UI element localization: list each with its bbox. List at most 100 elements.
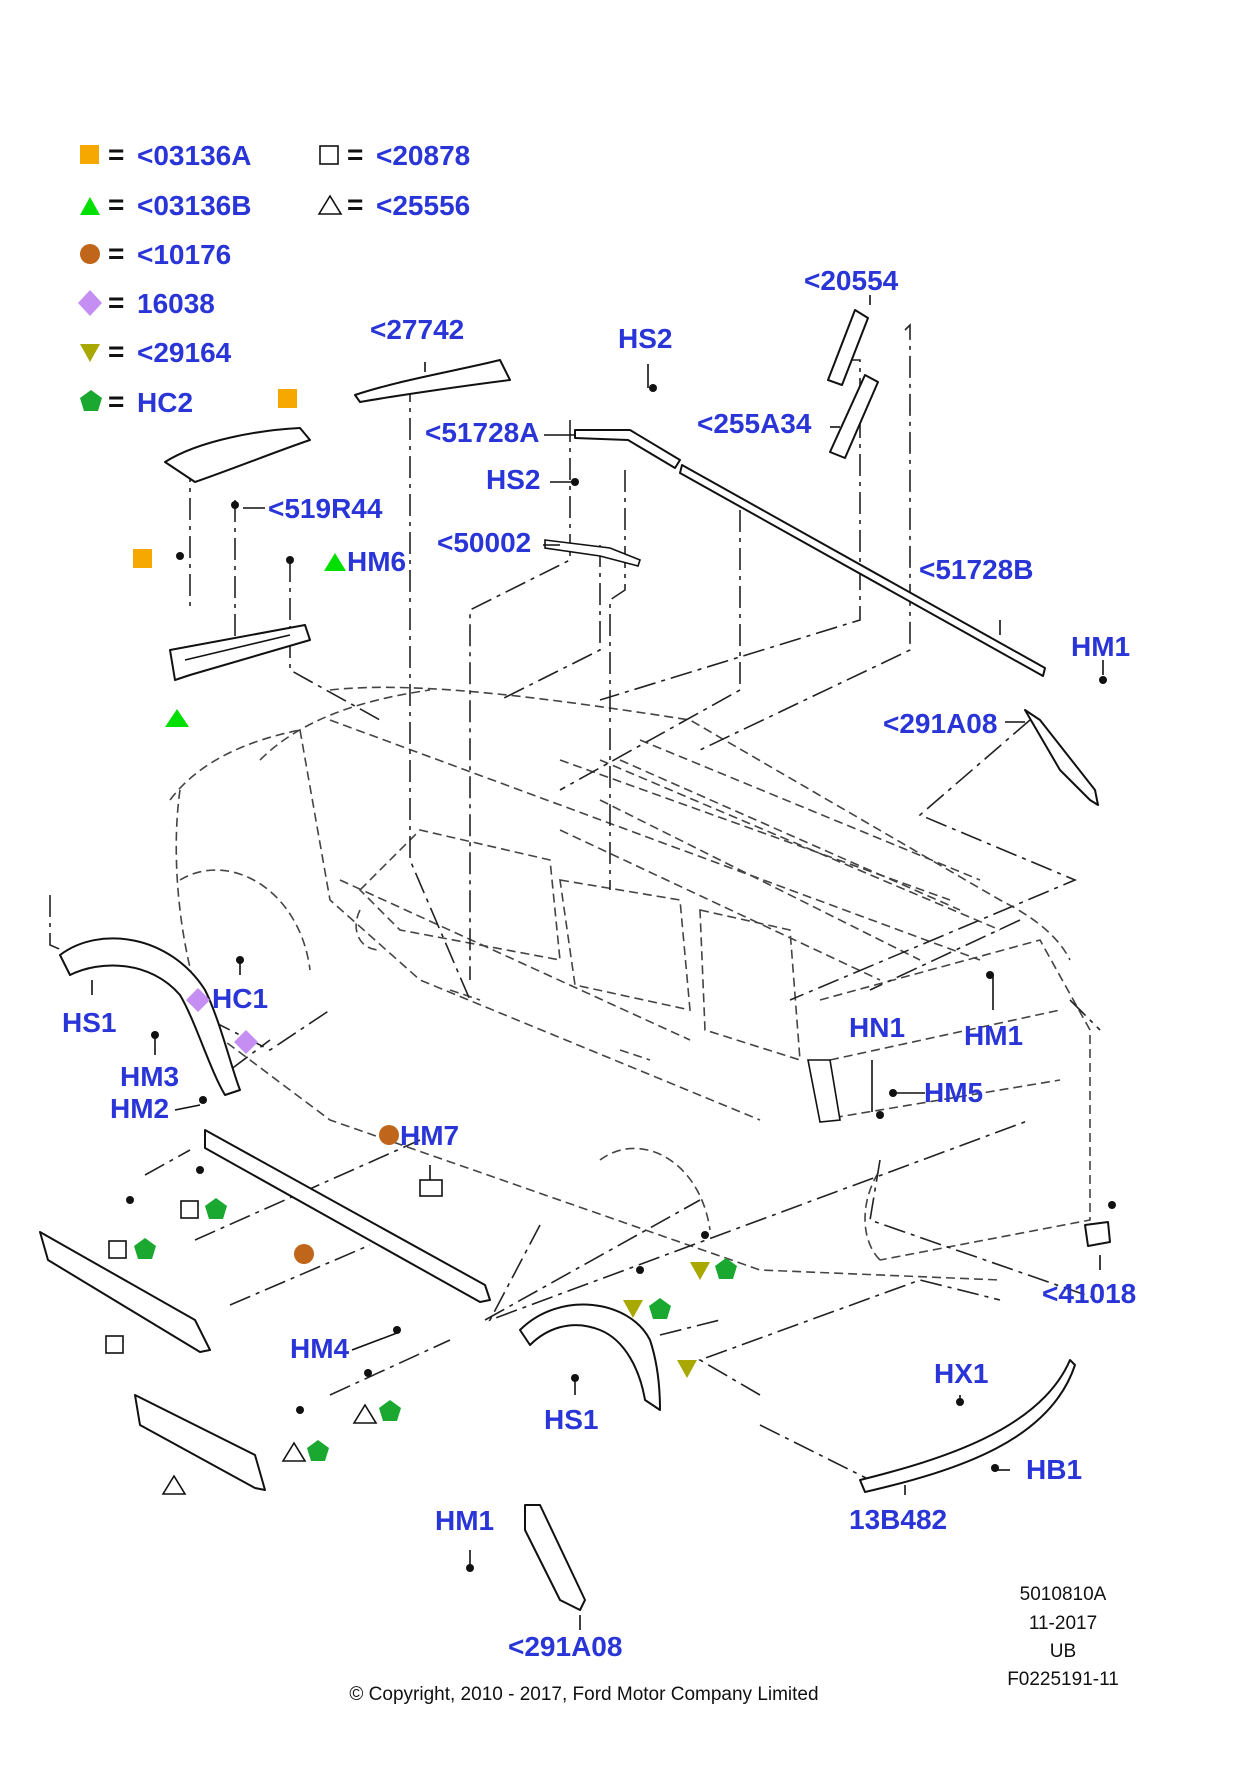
- figure-id: F0225191-11: [1007, 1669, 1119, 1690]
- callout-hc1: HC1: [212, 983, 268, 1014]
- legend-equals: =: [108, 386, 124, 417]
- callout-hb1: HB1: [1026, 1454, 1082, 1485]
- legend-equals: =: [108, 238, 124, 269]
- legend-hollow-square: [319, 145, 339, 165]
- green-pentagon-marker: [715, 1258, 737, 1279]
- drawing-number: 5010810A: [1020, 1584, 1107, 1605]
- drawing-date: 11-2017: [1029, 1613, 1097, 1634]
- callout-291a08-bottom: <291A08: [508, 1631, 622, 1662]
- olive-down-triangle-marker: [677, 1360, 697, 1378]
- violet-diamond-marker: [234, 1030, 258, 1054]
- moulding-51728a: [574, 429, 681, 469]
- legend: = <03136A = <03136B = <10176 = 16038 = <…: [78, 139, 470, 418]
- symbol-markers: [105, 389, 737, 1495]
- a-pillar-trim-lower-detail: [184, 634, 291, 661]
- callout-13b482: 13B482: [849, 1504, 947, 1535]
- orange-square-marker: [278, 389, 297, 408]
- legend-ref: 16038: [137, 288, 215, 319]
- hollow-square-marker: [108, 1240, 127, 1259]
- callout-hx1: HX1: [934, 1358, 988, 1389]
- brown-circle-marker: [294, 1244, 314, 1264]
- callout-20554: <20554: [804, 265, 899, 296]
- rear-wheel-arch: [519, 1303, 661, 1411]
- callout-519r44: <519R44: [268, 493, 383, 524]
- rocker-moulding: [204, 1129, 491, 1303]
- legend-ref: <03136B: [137, 190, 251, 221]
- rear-bracket: [807, 1059, 841, 1123]
- green-pentagon-marker: [379, 1400, 401, 1421]
- leader-lines: [49, 323, 1101, 1481]
- hollow-triangle-marker: [161, 1474, 187, 1495]
- hollow-triangle-marker: [281, 1441, 307, 1462]
- callout-hs1-rear: HS1: [544, 1404, 598, 1435]
- callout-hs2-top: HS2: [618, 323, 672, 354]
- roof-trim-part: [354, 359, 511, 403]
- license-lamp-41018: [1084, 1221, 1111, 1247]
- callout-51728b: <51728B: [919, 554, 1033, 585]
- callout-hm3: HM3: [120, 1061, 179, 1092]
- green-pentagon-marker: [307, 1440, 329, 1461]
- legend-equals: =: [108, 139, 124, 170]
- legend-equals: =: [108, 189, 124, 220]
- vehicle-outline: [169, 686, 1091, 1281]
- callout-291a08-right: <291A08: [883, 708, 997, 739]
- quarter-trim-bottom: [524, 1504, 586, 1611]
- callout-hs1-left: HS1: [62, 1007, 116, 1038]
- legend-equals: =: [347, 139, 363, 170]
- drawing-region: UB: [1050, 1641, 1076, 1662]
- brown-circle-marker: [379, 1125, 399, 1145]
- quarter-trim-right: [1024, 709, 1099, 806]
- violet-diamond-marker: [186, 988, 210, 1012]
- olive-down-triangle-marker: [690, 1262, 710, 1280]
- callout-hn1: HN1: [849, 1012, 905, 1043]
- liftgate-moulding-13b482: [859, 1359, 1076, 1493]
- callout-51728a: <51728A: [425, 417, 539, 448]
- front-wheel-arch: [59, 937, 241, 1096]
- callout-labels: <20554 <27742 HS2 <51728A <255A34 HS2 <5…: [62, 265, 1136, 1662]
- callout-hs2-mid: HS2: [486, 464, 540, 495]
- bracket-part: [544, 539, 641, 567]
- hollow-square-marker: [180, 1200, 199, 1219]
- legend-ref: <29164: [137, 337, 232, 368]
- callout-hm1-right: HM1: [1071, 631, 1130, 662]
- callout-27742: <27742: [370, 314, 464, 345]
- legend-olive-down-triangle: [80, 344, 100, 362]
- rear-door-moulding: [134, 1394, 266, 1491]
- legend-orange-square: [80, 145, 99, 164]
- green-triangle-marker: [165, 709, 189, 727]
- legend-equals: =: [108, 336, 124, 367]
- copyright-notice: © Copyright, 2010 - 2017, Ford Motor Com…: [349, 1684, 818, 1705]
- a-pillar-trim-lower: [169, 624, 311, 681]
- legend-ref: HC2: [137, 387, 193, 418]
- callout-hm1-rear: HM1: [964, 1020, 1023, 1051]
- hollow-square-marker: [105, 1335, 124, 1354]
- olive-down-triangle-marker: [623, 1300, 643, 1318]
- legend-green-triangle: [80, 197, 100, 215]
- orange-square-marker: [133, 549, 152, 568]
- drawing-info: 5010810A 11-2017 UB F0225191-11 © Copyri…: [349, 1584, 1118, 1705]
- pillar-appliqué-255a34: [829, 374, 879, 459]
- callout-255a34: <255A34: [697, 408, 812, 439]
- legend-brown-circle: [80, 244, 100, 264]
- hollow-triangle-marker: [352, 1403, 378, 1424]
- legend-hollow-triangle: [317, 194, 343, 215]
- green-triangle-marker: [324, 553, 346, 571]
- legend-violet-diamond: [78, 290, 102, 316]
- callout-hm2: HM2: [110, 1093, 169, 1124]
- legend-green-pentagon: [80, 390, 102, 411]
- callout-hm4: HM4: [290, 1333, 350, 1364]
- legend-equals: =: [347, 189, 363, 220]
- pillar-appliqué-20554: [827, 309, 869, 386]
- callout-41018: <41018: [1042, 1278, 1136, 1309]
- legend-ref: <10176: [137, 239, 231, 270]
- callout-pointers: [91, 295, 1104, 1630]
- green-pentagon-marker: [205, 1198, 227, 1219]
- green-pentagon-marker: [649, 1298, 671, 1319]
- callout-hm5: HM5: [924, 1077, 983, 1108]
- a-pillar-trim-upper: [164, 427, 311, 483]
- legend-ref: <03136A: [137, 140, 251, 171]
- clip-hm7: [419, 1179, 443, 1197]
- callout-hm7: HM7: [400, 1120, 459, 1151]
- green-pentagon-marker: [134, 1238, 156, 1259]
